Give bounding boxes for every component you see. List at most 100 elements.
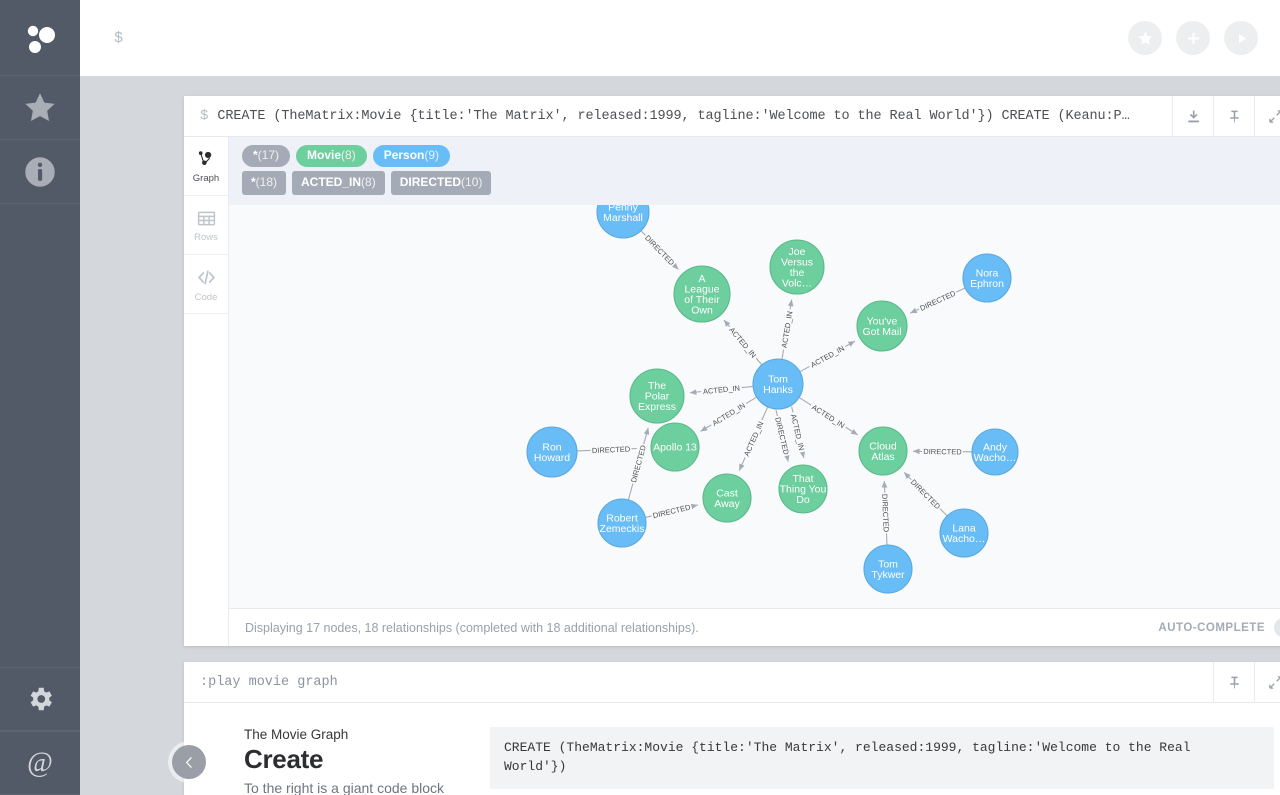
- chevron-left-icon: [185, 756, 192, 768]
- relationship-label: DIRECTED: [909, 477, 943, 511]
- status-text: Displaying 17 nodes, 18 relationships (c…: [245, 620, 699, 635]
- run-button[interactable]: [1224, 21, 1258, 55]
- expand-icon: [1268, 109, 1280, 123]
- pill-label: *: [253, 148, 258, 162]
- table-icon: [197, 211, 215, 225]
- info-icon: [25, 156, 55, 187]
- tab-graph[interactable]: Graph: [184, 137, 228, 196]
- relationship-label: ACTED_IN: [810, 403, 846, 431]
- tab-code[interactable]: Code: [184, 255, 228, 314]
- node-label: A: [698, 273, 705, 285]
- sidebar-item-about[interactable]: [0, 140, 80, 204]
- node-circle[interactable]: [939, 508, 989, 558]
- pill-person[interactable]: Person(9): [372, 145, 451, 167]
- node-circle[interactable]: [856, 300, 908, 352]
- expand-button[interactable]: [1254, 662, 1280, 702]
- node-circle[interactable]: [778, 464, 828, 514]
- pill-all-nodes[interactable]: *(17): [242, 145, 291, 167]
- node-circle[interactable]: [597, 498, 647, 548]
- pin-button[interactable]: [1213, 96, 1254, 136]
- node-circle[interactable]: [752, 358, 804, 410]
- tab-code-label: Code: [194, 291, 218, 303]
- relationship-label-bg: [700, 382, 743, 398]
- favorite-button[interactable]: [1128, 21, 1162, 55]
- play-slide: The Movie Graph Create To the right is a…: [184, 703, 1280, 795]
- relationship-label-bg: [916, 287, 959, 315]
- pill-acted-in[interactable]: ACTED_IN(8): [292, 171, 385, 195]
- add-button[interactable]: [1176, 21, 1210, 55]
- sidebar-item-settings[interactable]: [0, 667, 80, 731]
- graph-node[interactable]: LanaWacho…: [939, 508, 989, 558]
- sidebar-item-favorites[interactable]: [0, 76, 80, 140]
- svg-text:@: @: [27, 748, 53, 779]
- download-button[interactable]: [1172, 96, 1213, 136]
- pill-directed[interactable]: DIRECTED(10): [390, 171, 492, 195]
- node-label: Own: [691, 304, 713, 316]
- graph-node[interactable]: AndyWacho…: [971, 428, 1019, 476]
- pin-button[interactable]: [1213, 662, 1254, 702]
- relationship-label: ACTED_IN: [703, 383, 741, 396]
- gear-icon: [30, 687, 52, 711]
- node-circle[interactable]: [526, 426, 578, 478]
- relationship-label: DIRECTED: [629, 444, 648, 484]
- node-label: Tykwer: [871, 569, 905, 581]
- pin-icon: [1229, 110, 1239, 122]
- node-circle[interactable]: [650, 422, 700, 472]
- expand-icon: [1268, 675, 1280, 689]
- node-circle[interactable]: [962, 253, 1012, 303]
- autocomplete-control: AUTO-COMPLETE ON: [1158, 618, 1280, 637]
- node-label: Ephron: [970, 278, 1004, 290]
- sidebar-item-sync[interactable]: @: [0, 731, 80, 795]
- graph-node[interactable]: Apollo 13: [650, 422, 700, 472]
- tab-rows[interactable]: Rows: [184, 196, 228, 255]
- node-circle[interactable]: [971, 428, 1019, 476]
- relationship-label-bg: [627, 442, 650, 485]
- play-command[interactable]: :play movie graph: [184, 662, 1213, 702]
- slide-prev-button[interactable]: [172, 745, 206, 779]
- frame-query[interactable]: $ CREATE (TheMatrix:Movie {title:'The Ma…: [184, 96, 1172, 136]
- pill-all-rels[interactable]: *(18): [242, 171, 287, 195]
- node-label: Cloud: [869, 440, 897, 452]
- neo4j-logo[interactable]: [0, 0, 80, 76]
- node-label: Howard: [534, 452, 570, 464]
- node-label: Volc…: [782, 277, 812, 289]
- node-label: Robert: [606, 512, 638, 524]
- autocomplete-toggle[interactable]: ON: [1274, 618, 1280, 637]
- node-circle[interactable]: [702, 473, 752, 523]
- pill-movie[interactable]: Movie(8): [296, 145, 367, 167]
- node-circle[interactable]: [673, 265, 731, 323]
- node-circle[interactable]: [769, 239, 825, 295]
- relationship-label-bg: [922, 445, 963, 458]
- node-label: Ron: [542, 441, 561, 453]
- expand-button[interactable]: [1254, 96, 1280, 136]
- node-label: You've: [867, 315, 898, 327]
- play-frame: :play movie graph: [184, 662, 1280, 795]
- pill-count: (18): [255, 175, 278, 189]
- node-label: The: [648, 380, 666, 392]
- slide-code-block[interactable]: CREATE (TheMatrix:Movie {title:'The Matr…: [490, 727, 1274, 789]
- node-label: Penny: [608, 205, 639, 213]
- node-circle[interactable]: [863, 544, 913, 594]
- node-label: Hanks: [763, 384, 793, 396]
- node-circle[interactable]: [629, 368, 685, 424]
- node-circle[interactable]: [596, 205, 650, 239]
- frame-status-bar: Displaying 17 nodes, 18 relationships (c…: [229, 608, 1280, 646]
- pill-count: (10): [461, 175, 483, 189]
- node-circle[interactable]: [858, 426, 908, 476]
- neo4j-logo-icon: [27, 25, 55, 53]
- graph-node[interactable]: JoeVersustheVolc…: [769, 239, 825, 295]
